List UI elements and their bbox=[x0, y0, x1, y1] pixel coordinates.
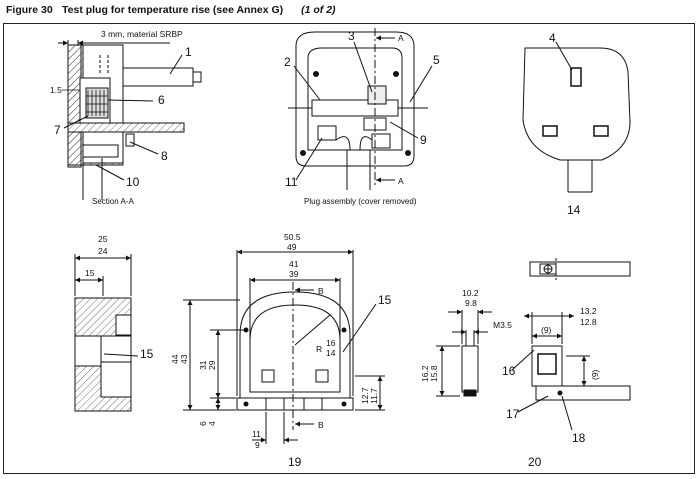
side-dim-width-a: 25 bbox=[98, 234, 108, 244]
figure-number: Figure 30 bbox=[6, 4, 53, 16]
callout-11: 11 bbox=[285, 175, 298, 189]
front-section-mark-top: B bbox=[318, 286, 324, 296]
section-thickness-dim: 1.5 bbox=[50, 85, 62, 95]
assembly-view bbox=[288, 28, 433, 190]
callout-3: 3 bbox=[348, 29, 355, 43]
front-view-label: 19 bbox=[288, 455, 302, 469]
detail-dim-plate-a: 13.2 bbox=[580, 306, 597, 316]
side-dim-inner: 15 bbox=[85, 268, 95, 278]
callout-15-front: 15 bbox=[378, 293, 392, 307]
front-dim-right-a: 12.7 bbox=[360, 387, 370, 404]
figure-frame bbox=[3, 23, 695, 474]
front-dim-pin-b: 9 bbox=[255, 440, 260, 450]
front-dim-right-b: 11.7 bbox=[369, 388, 379, 404]
callout-7: 7 bbox=[54, 123, 61, 137]
detail-dim-pin-w-b: 9.8 bbox=[465, 298, 477, 308]
assembly-section-mark-bottom: A bbox=[398, 176, 404, 186]
detail-dim-nine-h: (9) bbox=[541, 325, 552, 335]
detail-dim-pin-w-a: 10.2 bbox=[462, 288, 479, 298]
front-view bbox=[183, 249, 385, 444]
assembly-section-mark-top: A bbox=[398, 33, 404, 43]
front-dim-outer-a: 50.5 bbox=[284, 232, 301, 242]
detail-dim-plate-b: 12.8 bbox=[580, 317, 597, 327]
callout-2: 2 bbox=[284, 55, 291, 69]
section-caption: Section A-A bbox=[92, 197, 134, 206]
callout-1: 1 bbox=[185, 45, 192, 59]
front-dim-mid-b: 29 bbox=[207, 360, 217, 370]
callout-18: 18 bbox=[572, 431, 586, 445]
detail-dim-nine-v: (9) bbox=[590, 369, 600, 380]
callout-15-side: 15 bbox=[140, 347, 154, 361]
figure-title: Test plug for temperature rise (see Anne… bbox=[62, 4, 284, 16]
figure-header: Figure 30 Test plug for temperature rise … bbox=[6, 4, 336, 20]
side-view bbox=[74, 254, 139, 412]
front-dim-height-a: 44 bbox=[170, 354, 180, 364]
front-dim-height-b: 43 bbox=[179, 354, 189, 364]
detail-view-label: 20 bbox=[528, 455, 542, 469]
front-radius-b: 14 bbox=[326, 348, 336, 358]
page-indicator: (1 of 2) bbox=[301, 4, 336, 16]
detail-dim-pin-h-a: 16.2 bbox=[420, 365, 430, 382]
front-dim-pin-a: 11 bbox=[252, 429, 261, 439]
front-dim-mid-a: 31 bbox=[198, 360, 208, 370]
section-note: 3 mm, material SRBP bbox=[101, 29, 183, 39]
callout-8: 8 bbox=[161, 149, 168, 163]
section-view bbox=[58, 40, 202, 200]
callout-4: 4 bbox=[549, 31, 556, 45]
front-radius-a: 16 bbox=[326, 338, 336, 348]
front-dim-foot-b: 4 bbox=[207, 421, 217, 426]
side-dim-width-b: 24 bbox=[98, 246, 108, 256]
front-dim-inner-b: 39 bbox=[289, 269, 299, 279]
detail-thread: M3.5 bbox=[493, 320, 512, 330]
front-section-mark-bottom: B bbox=[318, 420, 324, 430]
front-dim-outer-b: 49 bbox=[287, 242, 297, 252]
detail-view bbox=[436, 258, 631, 431]
callout-9: 9 bbox=[420, 133, 427, 147]
callout-5: 5 bbox=[433, 53, 440, 67]
front-dim-foot-a: 6 bbox=[198, 421, 208, 426]
callout-16: 16 bbox=[502, 364, 516, 378]
callout-17: 17 bbox=[506, 407, 520, 421]
face-view bbox=[522, 41, 631, 193]
front-radius-label: R bbox=[316, 344, 322, 354]
assembly-caption: Plug assembly (cover removed) bbox=[304, 197, 417, 206]
front-dim-inner-a: 41 bbox=[289, 259, 299, 269]
callout-6: 6 bbox=[158, 93, 165, 107]
face-view-label: 14 bbox=[567, 203, 581, 217]
callout-10: 10 bbox=[126, 175, 140, 189]
detail-dim-pin-h-b: 15.8 bbox=[429, 365, 439, 382]
